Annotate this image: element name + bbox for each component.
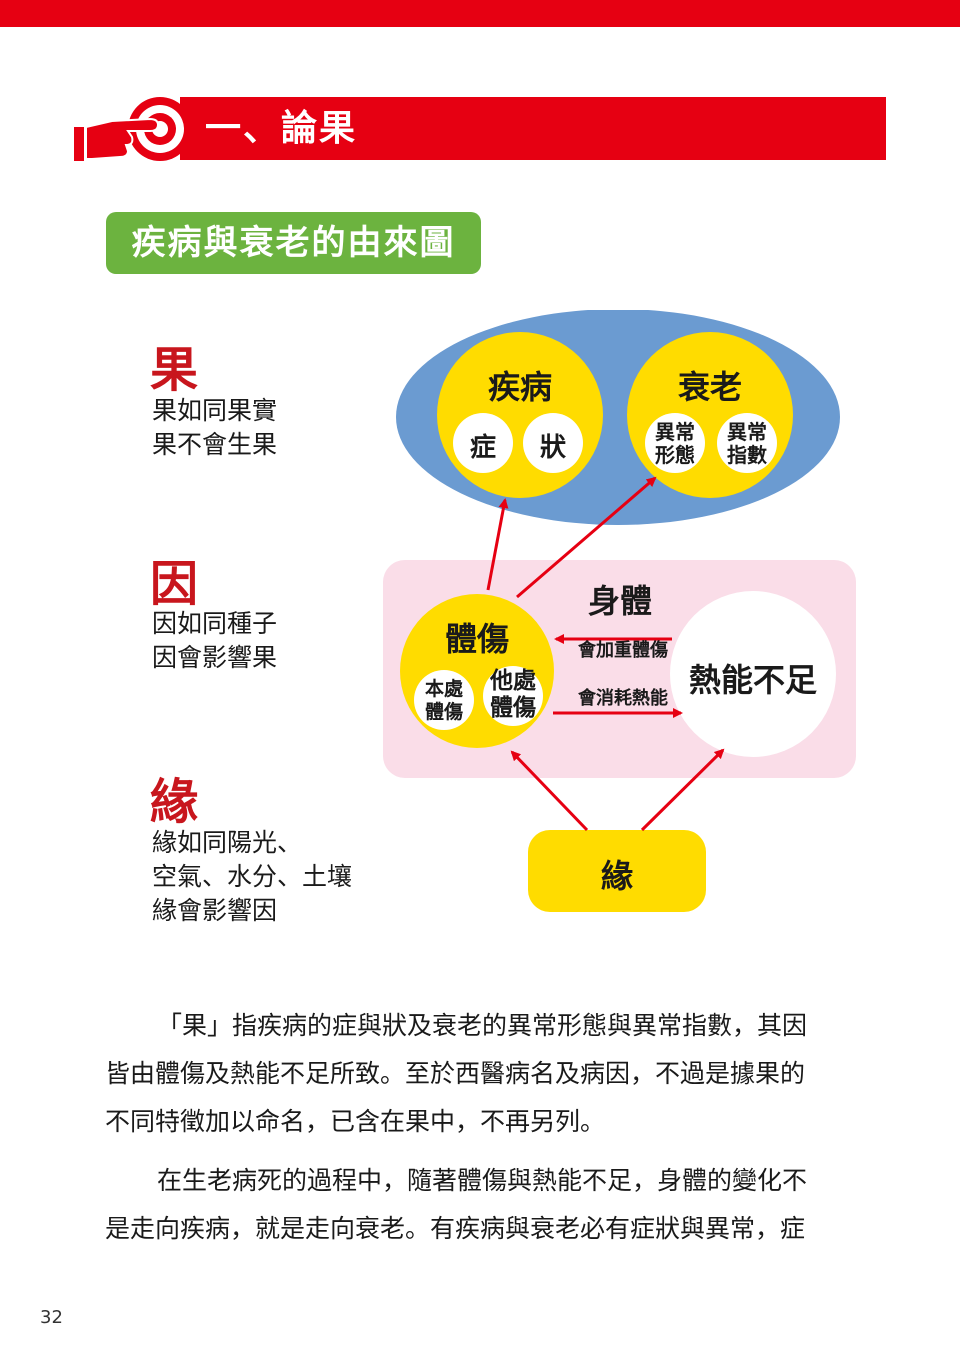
aging-circle — [627, 332, 793, 498]
abnormal-index-line: 異常 — [727, 420, 767, 444]
abnormal-form-label: 異常 形態 — [645, 421, 705, 467]
cause-effect-diagram: 疾病 症 狀 衰老 異常 形態 異常 指數 身體 體傷 本處 體傷 他處 體傷 … — [380, 310, 860, 920]
remote-injury-circle — [483, 666, 543, 726]
arrow-condition-to-heat — [640, 748, 725, 832]
body-label: 身體 — [587, 582, 652, 620]
diagram-shapes — [383, 310, 856, 912]
paragraph-2: 在生老病死的過程中，隨著體傷與熱能不足，身體的變化不 是走向疾病，就是走向衰老。… — [105, 1157, 865, 1253]
legend-line: 因會影響果 — [152, 643, 278, 672]
local-injury-circle — [414, 670, 474, 730]
arrow-injury-to-aging — [516, 476, 657, 599]
paragraph-line: 皆由體傷及熱能不足所致。至於西醫病名及病因，不過是據果的 — [105, 1059, 806, 1088]
abnormal-index-line: 指數 — [727, 443, 767, 467]
chapter-title: 一、論果 — [205, 108, 358, 149]
arrow-label-aggravate: 會加重體傷 — [578, 640, 668, 661]
legend-line: 緣如同陽光、 — [152, 828, 303, 857]
sign-circle — [523, 413, 583, 473]
local-injury-line: 本處 — [424, 678, 463, 700]
abnormal-index-circle — [717, 413, 777, 473]
disease-label: 疾病 — [487, 368, 552, 406]
abnormal-form-circle — [645, 413, 705, 473]
remote-injury-line: 體傷 — [490, 695, 536, 721]
aging-label: 衰老 — [677, 368, 742, 406]
remote-injury-line: 他處 — [490, 668, 536, 694]
condition-label: 緣 — [600, 857, 633, 895]
legend-line: 果不會生果 — [152, 430, 278, 459]
local-injury-label: 本處 體傷 — [414, 678, 474, 724]
paragraph-line: 是走向疾病，就是走向衰老。有疾病與衰老必有症狀與異常，症 — [105, 1214, 806, 1243]
paragraph-line: 在生老病死的過程中，隨著體傷與熱能不足，身體的變化不 — [157, 1166, 808, 1195]
legend-key-cause: 因 — [150, 556, 199, 612]
abnormal-index-label: 異常 指數 — [717, 421, 777, 467]
top-border-bar — [0, 0, 960, 27]
legend-line: 因如同種子 — [152, 609, 278, 638]
heat-deficit-circle — [670, 591, 836, 757]
chapter-heading-bar — [180, 97, 886, 160]
legend-line: 空氣、水分、土壤 — [152, 862, 353, 891]
arrow-injury-to-disease — [486, 498, 509, 591]
pointing-hand-target-icon — [74, 97, 192, 161]
remote-injury-label: 他處 體傷 — [483, 668, 543, 722]
condition-box — [528, 830, 706, 912]
diagram-title: 疾病與衰老的由來圖 — [131, 223, 456, 263]
arrow-condition-to-injury — [510, 750, 589, 832]
symptom-circle — [453, 413, 513, 473]
legend-key-condition: 緣 — [150, 774, 199, 830]
paragraph-1: 「果」指疾病的症與狀及衰老的異常形態與異常指數，其因 皆由體傷及熱能不足所致。至… — [105, 1002, 865, 1146]
disease-circle — [437, 332, 603, 498]
arrow-label-consume: 會消耗熱能 — [578, 688, 668, 709]
symptom-label: 症 — [469, 433, 496, 463]
legend-line: 果如同果實 — [152, 396, 278, 425]
local-injury-line: 體傷 — [424, 701, 463, 723]
legend-key-fruit: 果 — [150, 342, 199, 398]
diagram-title-box — [106, 212, 481, 274]
abnormal-form-line: 形態 — [655, 443, 695, 467]
legend-line: 緣會影響因 — [152, 896, 278, 925]
injury-label: 體傷 — [444, 620, 509, 658]
heat-deficit-label: 熱能不足 — [688, 661, 817, 699]
abnormal-form-line: 異常 — [655, 420, 695, 444]
sign-label: 狀 — [539, 433, 566, 463]
paragraph-line: 「果」指疾病的症與狀及衰老的異常形態與異常指數，其因 — [157, 1011, 808, 1040]
paragraph-line: 不同特徵加以命名，已含在果中，不再另列。 — [105, 1107, 606, 1136]
page-number: 32 — [40, 1307, 63, 1328]
